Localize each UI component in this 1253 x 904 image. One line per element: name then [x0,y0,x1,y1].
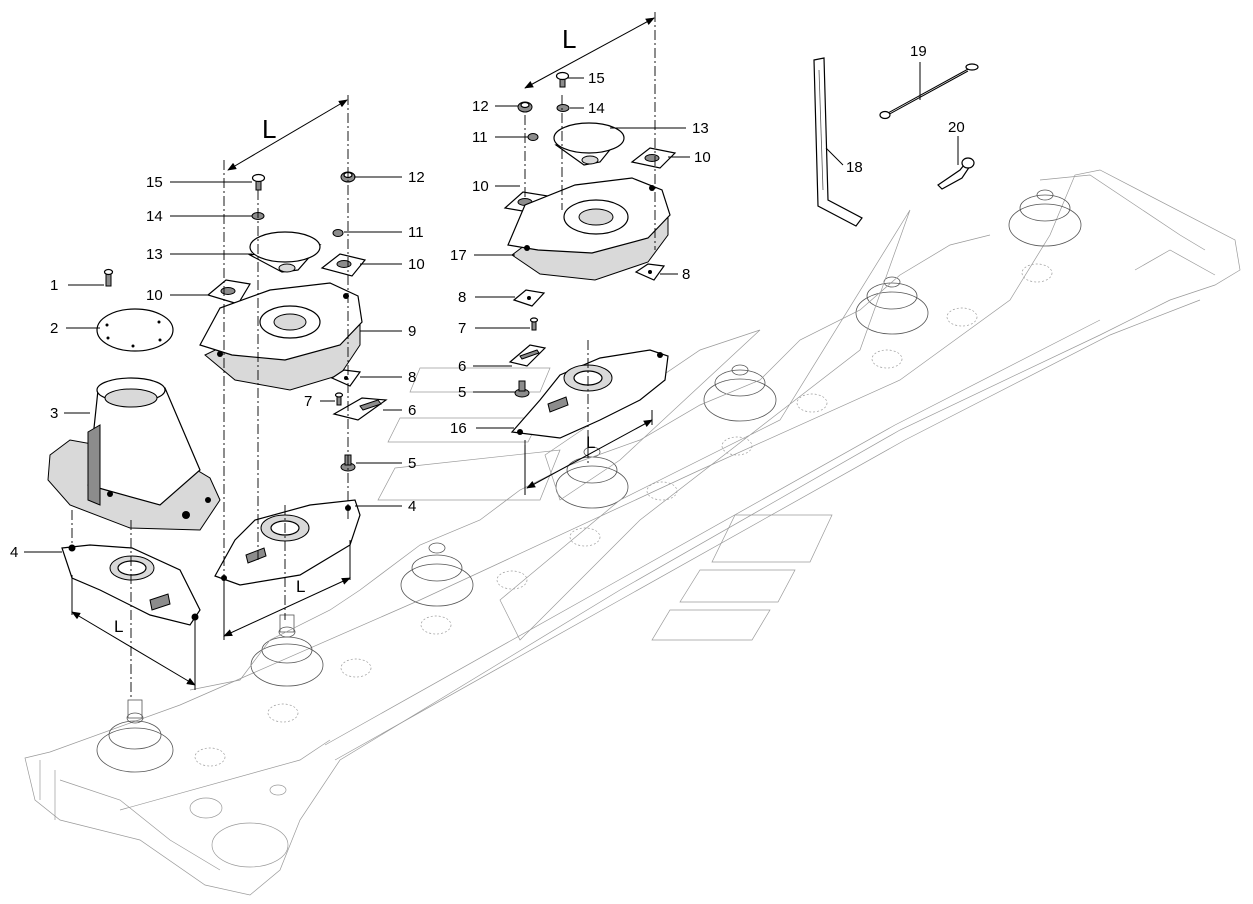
label-10-a2: 10 [408,256,425,273]
label-11-a: 11 [408,224,424,241]
part-11-nut-a [332,229,344,237]
part-13-cap-a [248,231,322,273]
label-2: 2 [50,320,58,337]
part-8-plate-b1 [634,263,666,281]
label-10-b1: 10 [472,178,489,195]
part-14-washer-b [556,104,570,112]
part-10-holder-b2 [630,147,677,169]
part-6-blade-a [332,397,388,421]
label-15-a: 15 [146,174,163,191]
label-5-a: 5 [408,455,416,472]
label-13-b: 13 [692,120,709,137]
part-15-bolt-a [251,173,266,191]
label-20: 20 [948,119,965,136]
part-6-blade-b [508,344,547,367]
drive-unit [703,364,777,422]
label-15-b: 15 [588,70,605,87]
dimension-label-3: L [114,617,123,636]
label-12-a: 12 [408,169,425,186]
dimension-label-4: L [296,577,305,596]
part-7-bolt-a [334,392,344,406]
drive-unit [400,542,474,607]
dimension-label-2: L [562,24,576,54]
part-12-nut-b [517,101,533,113]
label-5-b: 5 [458,384,466,401]
label-14-a: 14 [146,208,163,225]
part-15-bolt-b [555,71,570,88]
label-7-a: 7 [304,393,312,410]
dimension-label-5: L [586,433,595,452]
leader-lines [24,62,959,553]
part-17-rotor [507,177,671,281]
label-12-b: 12 [472,98,489,115]
part-8-plate-a [330,369,362,387]
part-10-holder-a1 [206,279,251,305]
label-4-left: 4 [10,544,18,561]
label-14-b: 14 [588,100,605,117]
part-10-holder-a2 [320,253,367,277]
part-19-pin [879,63,979,120]
dimension-label-1: L [262,114,276,144]
label-10-a1: 10 [146,287,163,304]
part-7-bolt-b [529,317,539,331]
part-5-bolt-b [514,380,530,398]
part-13-cap-b [553,122,625,166]
part-1-screw [103,268,114,287]
part-4-disc-left [61,544,201,626]
part-4-disc-mid [214,499,361,586]
part-9-rotor [199,282,363,391]
label-17: 17 [450,247,467,264]
label-18: 18 [846,159,863,176]
label-3: 3 [50,405,58,422]
label-4-mid: 4 [408,498,416,515]
part-2-cover-plate [96,308,174,352]
label-13-a: 13 [146,246,163,263]
part-3-cone-housing [47,377,221,531]
part-labels: 1 2 3 4 15 14 13 10 12 11 10 9 8 7 6 5 4… [10,43,965,561]
label-8-a: 8 [408,369,416,386]
drive-unit [555,446,629,509]
label-9: 9 [408,323,416,340]
drive-unit [855,276,929,335]
label-16: 16 [450,420,467,437]
part-11-nut-b [527,133,539,141]
cutter-bar-outline [24,169,1241,896]
drive-unit [96,699,174,773]
label-7-b: 7 [458,320,466,337]
label-6-b: 6 [458,358,466,375]
label-8-b1: 8 [682,266,690,283]
label-11-b: 11 [472,129,488,146]
dimension-arrows [71,17,655,690]
part-16-disc [510,349,669,439]
part-18-rod [813,57,863,227]
label-19: 19 [910,43,927,60]
label-1: 1 [50,277,58,294]
label-8-b2: 8 [458,289,466,306]
label-6-a: 6 [408,402,416,419]
part-8-plate-b2 [512,289,546,307]
drive-unit [1008,189,1082,247]
label-10-b2: 10 [694,149,711,166]
part-20-clip [937,157,975,190]
